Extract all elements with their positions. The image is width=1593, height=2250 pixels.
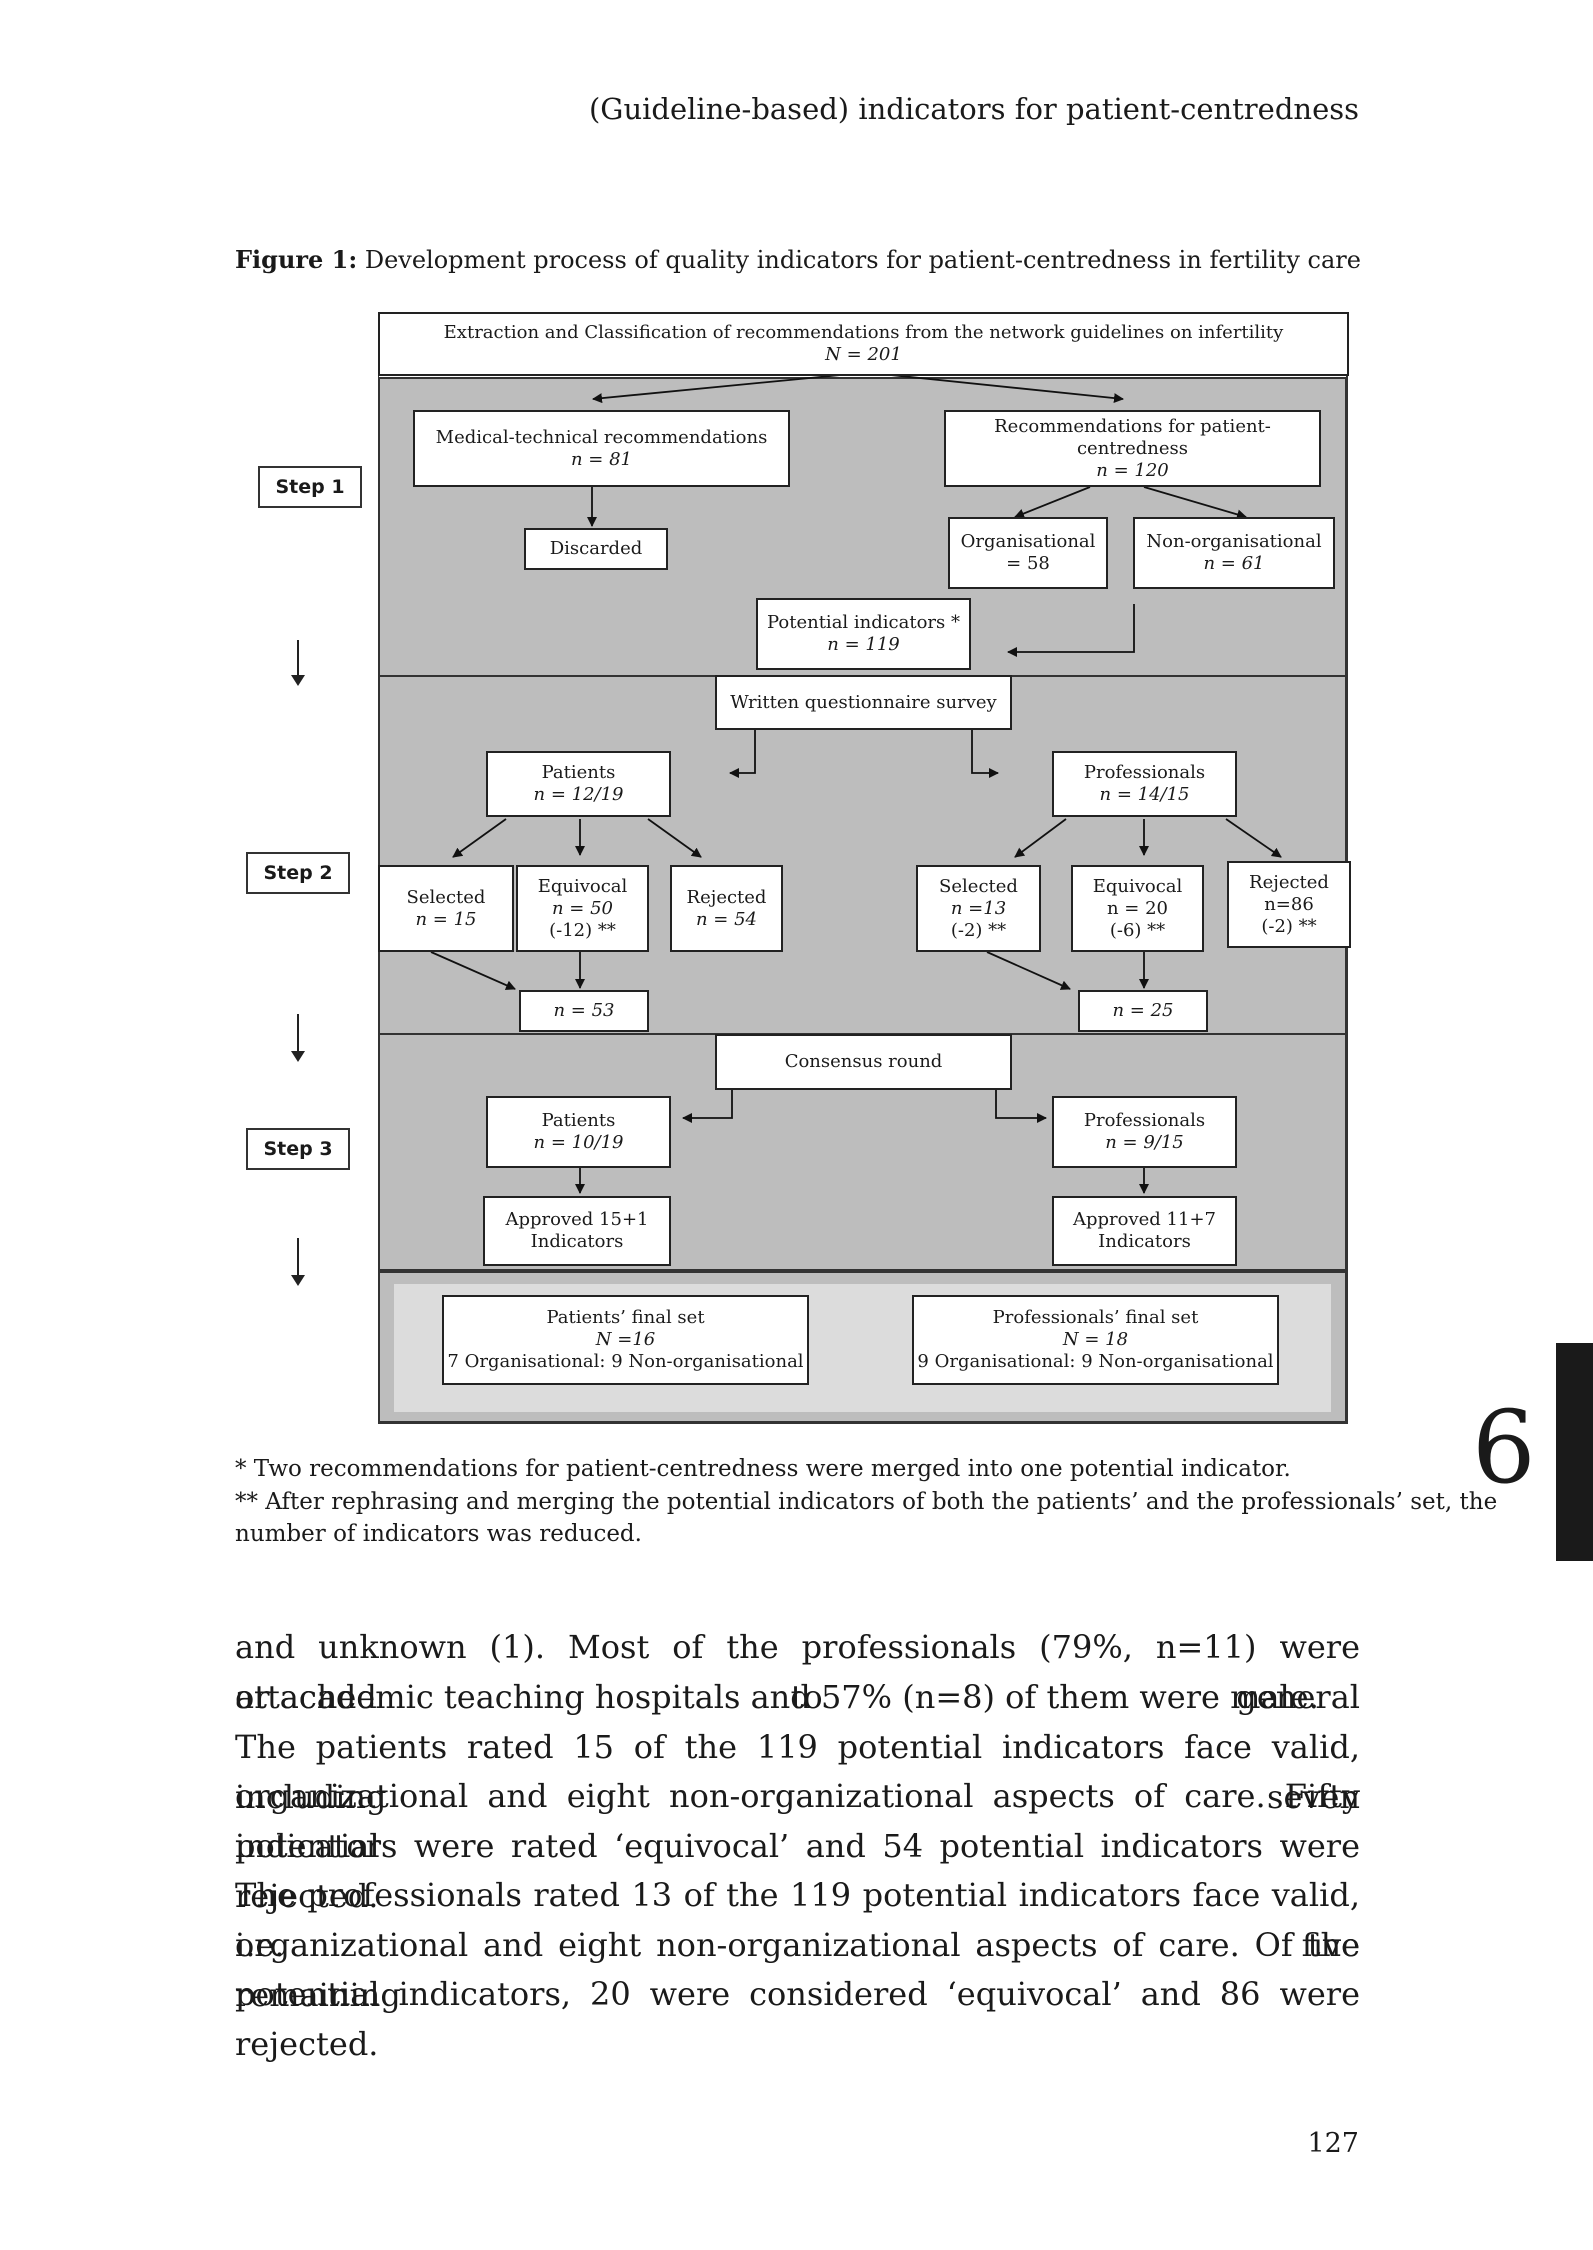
patients-rejected-box: Rejected n = 54 bbox=[670, 865, 783, 952]
patients-selected-count: n = 15 bbox=[415, 908, 477, 930]
running-header: (Guideline-based) indicators for patient… bbox=[588, 92, 1359, 126]
discarded-box: Discarded bbox=[524, 528, 668, 570]
patients-final-set-count: N =16 bbox=[595, 1329, 656, 1350]
patient-centredness-count: n = 120 bbox=[1096, 459, 1169, 481]
extraction-box: Extraction and Classification of recomme… bbox=[378, 312, 1349, 376]
non-organisational-box: Non-organisational n = 61 bbox=[1133, 517, 1335, 589]
professionals-survey-box: Professionals n = 14/15 bbox=[1052, 751, 1237, 817]
patients-approved-box: Approved 15+1 Indicators bbox=[483, 1196, 671, 1266]
patients-equivocal-adjust: (-12) ** bbox=[549, 919, 616, 941]
patients-rejected-count: n = 54 bbox=[695, 908, 758, 930]
professionals-rejected-adjust: (-2) ** bbox=[1261, 915, 1317, 937]
patients-final-set-label: Patients’ final set bbox=[546, 1307, 705, 1328]
figure-caption-text: Development process of quality indicator… bbox=[357, 246, 1361, 274]
patients-selected-box: Selected n = 15 bbox=[378, 865, 514, 952]
non-organisational-label: Non-organisational bbox=[1146, 531, 1322, 552]
patients-equivocal-label: Equivocal bbox=[537, 875, 628, 897]
page-number: 127 bbox=[1307, 2128, 1359, 2159]
extraction-count: N = 201 bbox=[825, 344, 902, 365]
footnote-3: number of indicators was reduced. bbox=[235, 1521, 642, 1547]
patients-survey-count: n = 12/19 bbox=[533, 784, 624, 805]
potential-indicators-box: Potential indicators * n = 119 bbox=[756, 598, 971, 670]
questionnaire-box: Written questionnaire survey bbox=[715, 675, 1012, 730]
professionals-consensus-label: Professionals bbox=[1083, 1110, 1206, 1131]
patients-approved-label: Approved 15+1 bbox=[505, 1209, 649, 1230]
patients-approved-unit: Indicators bbox=[530, 1231, 624, 1252]
patients-total-box: n = 53 bbox=[519, 990, 649, 1032]
professionals-rejected-count: n=86 bbox=[1264, 893, 1314, 915]
professionals-equivocal-box: Equivocal n = 20 (-6) ** bbox=[1071, 865, 1204, 952]
step-arrow-1 bbox=[291, 640, 305, 686]
medical-technical-label: Medical-technical recommendations bbox=[435, 426, 768, 448]
body-line: indicators were rated ‘equivocal’ and 54… bbox=[235, 1827, 1360, 1915]
professionals-equivocal-count: n = 20 bbox=[1106, 897, 1169, 919]
body-line: organizational and eight non-organizatio… bbox=[235, 1926, 1360, 2014]
professionals-final-set-split: 9 Organisational: 9 Non-organisational bbox=[917, 1351, 1274, 1372]
footnote-1: * Two recommendations for patient-centre… bbox=[235, 1456, 1291, 1482]
patients-equivocal-box: Equivocal n = 50 (-12) ** bbox=[516, 865, 649, 952]
patients-survey-label: Patients bbox=[541, 762, 616, 783]
professionals-selected-box: Selected n =13 (-2) ** bbox=[916, 865, 1041, 952]
figure-caption: Figure 1: Development process of quality… bbox=[235, 245, 1361, 274]
step-arrow-2 bbox=[291, 1014, 305, 1062]
professionals-rejected-box: Rejected n=86 (-2) ** bbox=[1227, 861, 1351, 948]
medical-technical-count: n = 81 bbox=[570, 448, 633, 470]
patients-survey-box: Patients n = 12/19 bbox=[486, 751, 671, 817]
flowchart: Extraction and Classification of recomme… bbox=[378, 312, 1351, 1425]
professionals-final-set-label: Professionals’ final set bbox=[992, 1307, 1199, 1328]
professionals-selected-count: n =13 bbox=[950, 897, 1007, 919]
body-line: and unknown (1). Most of the professiona… bbox=[235, 1628, 1360, 1716]
patients-consensus-box: Patients n = 10/19 bbox=[486, 1096, 671, 1168]
patients-consensus-label: Patients bbox=[541, 1110, 616, 1131]
chapter-tab bbox=[1556, 1343, 1593, 1561]
footnote-2: ** After rephrasing and merging the pote… bbox=[235, 1489, 1498, 1515]
professionals-final-set-box: Professionals’ final set N = 18 9 Organi… bbox=[912, 1295, 1279, 1385]
figure-caption-label: Figure 1: bbox=[235, 245, 358, 274]
professionals-total-box: n = 25 bbox=[1078, 990, 1208, 1032]
body-line: potential indicators, 20 were considered… bbox=[235, 1975, 1360, 2063]
potential-indicators-label: Potential indicators * bbox=[767, 612, 960, 633]
patients-selected-label: Selected bbox=[406, 886, 486, 908]
professionals-selected-label: Selected bbox=[939, 875, 1018, 897]
professionals-rejected-label: Rejected bbox=[1249, 871, 1329, 893]
body-line: or academic teaching hospitals and 57% (… bbox=[235, 1678, 1319, 1716]
step-2-label: Step 2 bbox=[246, 852, 350, 894]
professionals-survey-count: n = 14/15 bbox=[1099, 784, 1190, 805]
professionals-total-count: n = 25 bbox=[1112, 1000, 1174, 1021]
professionals-approved-unit: Indicators bbox=[1098, 1231, 1191, 1252]
step-3-label: Step 3 bbox=[246, 1128, 350, 1170]
professionals-consensus-count: n = 9/15 bbox=[1105, 1132, 1184, 1153]
professionals-survey-label: Professionals bbox=[1083, 762, 1206, 783]
medical-technical-box: Medical-technical recommendations n = 81 bbox=[413, 410, 790, 487]
professionals-consensus-box: Professionals n = 9/15 bbox=[1052, 1096, 1237, 1168]
body-line: The patients rated 15 of the 119 potenti… bbox=[235, 1728, 1360, 1816]
extraction-title: Extraction and Classification of recomme… bbox=[443, 322, 1284, 343]
patients-final-set-box: Patients’ final set N =16 7 Organisation… bbox=[442, 1295, 809, 1385]
patient-centredness-box: Recommendations for patient-centredness … bbox=[944, 410, 1321, 487]
organisational-box: Organisational = 58 bbox=[948, 517, 1108, 589]
non-organisational-count: n = 61 bbox=[1203, 553, 1265, 574]
patient-centredness-label: Recommendations for patient-centredness bbox=[994, 415, 1271, 459]
professionals-final-set-count: N = 18 bbox=[1062, 1329, 1129, 1350]
professionals-equivocal-adjust: (-6) ** bbox=[1109, 919, 1166, 941]
step-1-label: Step 1 bbox=[258, 466, 362, 508]
professionals-selected-adjust: (-2) ** bbox=[950, 919, 1007, 941]
professionals-equivocal-label: Equivocal bbox=[1092, 875, 1183, 897]
professionals-approved-label: Approved 11+7 bbox=[1073, 1209, 1216, 1230]
body-line: The professionals rated 13 of the 119 po… bbox=[235, 1876, 1360, 1964]
organisational-label: Organisational bbox=[960, 531, 1096, 552]
patients-final-set-split: 7 Organisational: 9 Non-organisational bbox=[447, 1351, 804, 1372]
body-line: organizational and eight non-organizatio… bbox=[235, 1777, 1360, 1865]
potential-indicators-count: n = 119 bbox=[827, 634, 900, 655]
step-arrow-3 bbox=[291, 1238, 305, 1286]
patients-total-count: n = 53 bbox=[553, 1000, 615, 1021]
patients-equivocal-count: n = 50 bbox=[551, 897, 614, 919]
organisational-count: = 58 bbox=[1006, 553, 1050, 574]
consensus-round-box: Consensus round bbox=[715, 1034, 1012, 1090]
patients-rejected-label: Rejected bbox=[686, 886, 767, 908]
chapter-number: 6 bbox=[1472, 1389, 1536, 1506]
patients-consensus-count: n = 10/19 bbox=[533, 1132, 624, 1153]
professionals-approved-box: Approved 11+7 Indicators bbox=[1052, 1196, 1237, 1266]
